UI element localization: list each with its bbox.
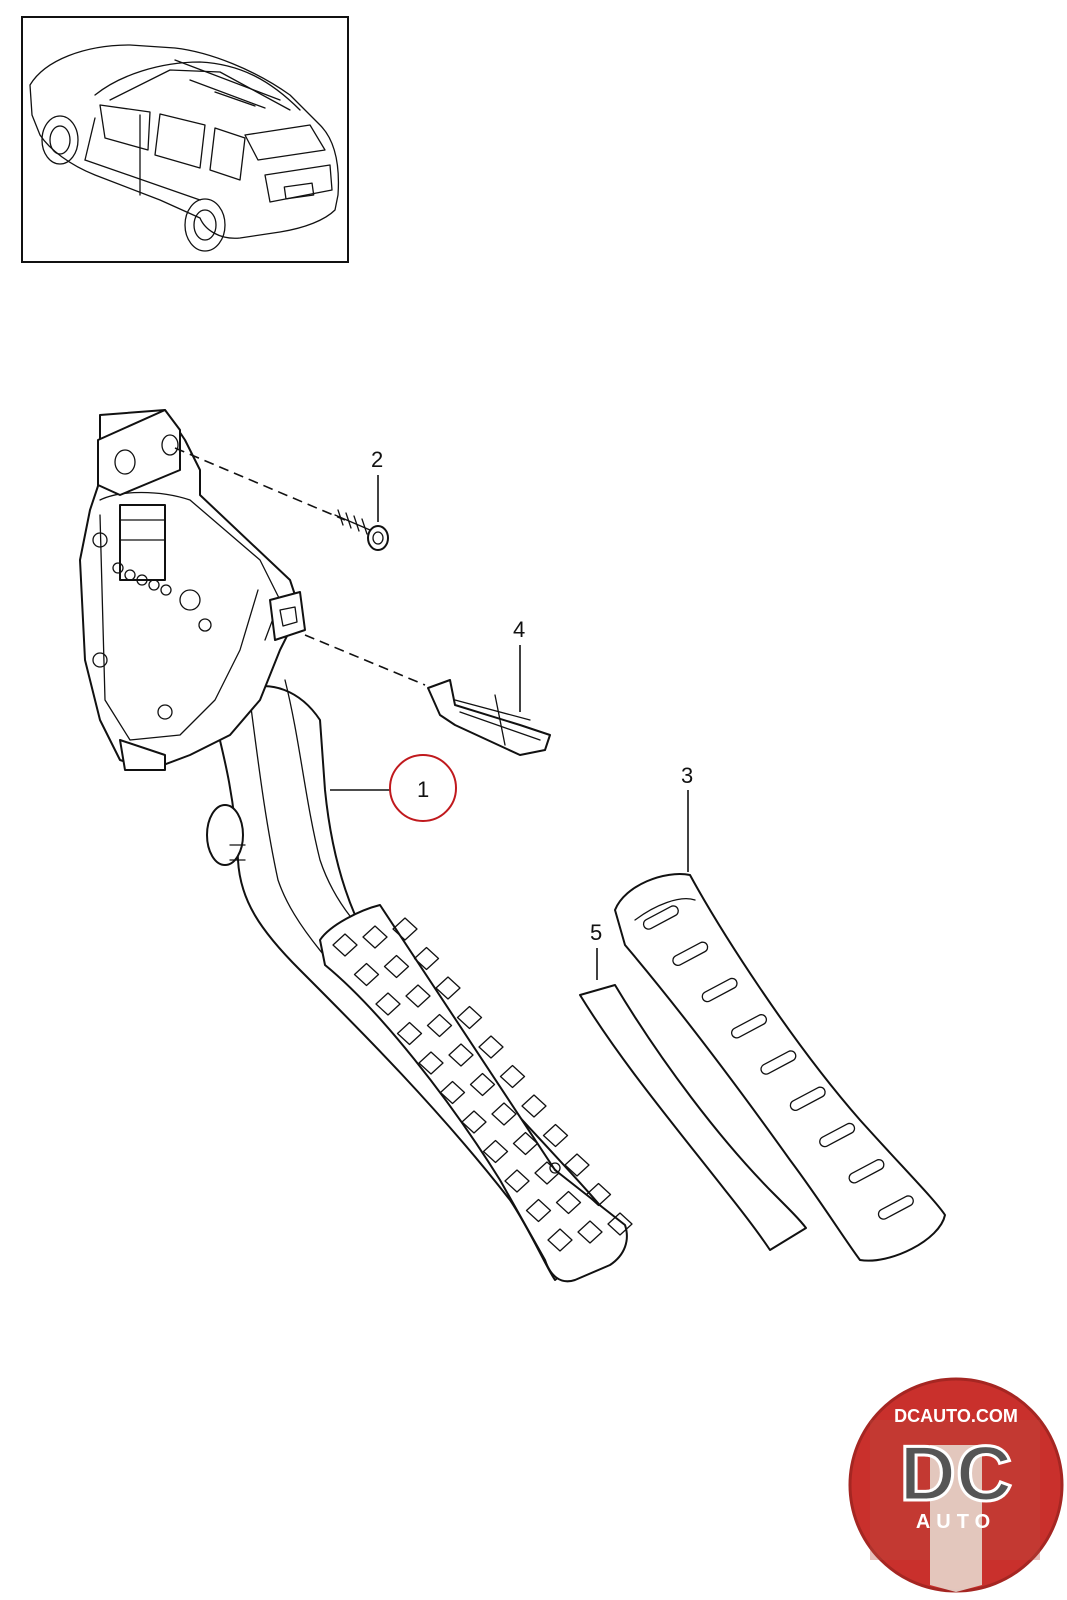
callout-4[interactable]: 4: [513, 617, 525, 642]
grip-diamond: [456, 1005, 483, 1030]
grip-diamond: [512, 1131, 539, 1156]
cover-slot: [642, 905, 679, 930]
pedal-pad-cover-part-3: [614, 873, 946, 1262]
grip-diamond: [491, 1102, 517, 1126]
cover-slot: [730, 1014, 768, 1039]
grip-diamond: [439, 1080, 466, 1105]
grip-diamond: [435, 976, 461, 1000]
callout-3[interactable]: 3: [681, 763, 693, 788]
cover-slot-pattern: [642, 905, 914, 1220]
vehicle-thumbnail: [21, 16, 349, 263]
clip-part-4: [304, 634, 551, 756]
grip-diamond: [461, 1110, 487, 1134]
grip-diamond: [418, 1051, 444, 1075]
grip-diamond: [534, 1161, 560, 1185]
grip-diamond: [542, 1123, 569, 1148]
grip-diamond: [405, 984, 431, 1008]
callout-leaders: [330, 475, 689, 980]
grip-diamond: [413, 946, 440, 971]
cover-slot: [819, 1122, 856, 1148]
grip-diamond: [332, 933, 358, 957]
cover-slot: [789, 1086, 826, 1112]
cover-slot: [760, 1050, 797, 1075]
grip-diamond: [392, 917, 418, 941]
connector-pins: [112, 562, 172, 596]
grip-diamond: [426, 1013, 453, 1038]
grip-diamond: [383, 954, 410, 979]
grip-diamond: [448, 1043, 474, 1067]
grip-diamond: [564, 1153, 590, 1177]
grip-diamond: [375, 992, 401, 1016]
screw-part-2: [174, 447, 389, 551]
logo-url-text: DCAUTO.COM: [894, 1406, 1018, 1426]
grip-diamond: [469, 1072, 496, 1097]
grip-diamond: [353, 962, 380, 987]
callout-2[interactable]: 2: [371, 447, 383, 472]
grip-diamond: [607, 1212, 633, 1236]
pedal-pad-grip-pattern: [332, 917, 633, 1252]
grip-diamond: [362, 925, 388, 949]
grip-diamond: [555, 1190, 582, 1215]
callout-5[interactable]: 5: [590, 920, 602, 945]
suv-vehicle-icon: [29, 44, 340, 252]
grip-diamond: [482, 1139, 509, 1164]
grip-diamond: [525, 1198, 552, 1223]
grip-diamond: [547, 1228, 573, 1252]
cover-slot: [672, 941, 709, 967]
cover-slot: [848, 1159, 885, 1184]
callout-labels: 1 2 3 4 5: [371, 447, 693, 945]
grip-diamond: [585, 1182, 612, 1207]
grip-diamond: [577, 1220, 603, 1244]
dcauto-logo: DCAUTO.COM DC AUTO: [848, 1377, 1064, 1593]
grip-diamond: [504, 1169, 530, 1193]
grip-diamond: [396, 1021, 423, 1046]
grip-diamond: [521, 1094, 547, 1118]
cover-slot: [701, 977, 738, 1003]
grip-diamond: [478, 1035, 504, 1059]
grip-diamond: [499, 1064, 526, 1089]
pedal-assembly-part-1: [79, 409, 633, 1283]
callout-1[interactable]: 1: [417, 777, 429, 802]
logo-monogram: DC: [900, 1429, 1013, 1517]
cover-slot: [877, 1195, 914, 1220]
callout-1-highlight-ring: [389, 754, 457, 822]
adhesive-strip-part-5: [579, 984, 807, 1251]
logo-subtitle: AUTO: [916, 1511, 996, 1533]
